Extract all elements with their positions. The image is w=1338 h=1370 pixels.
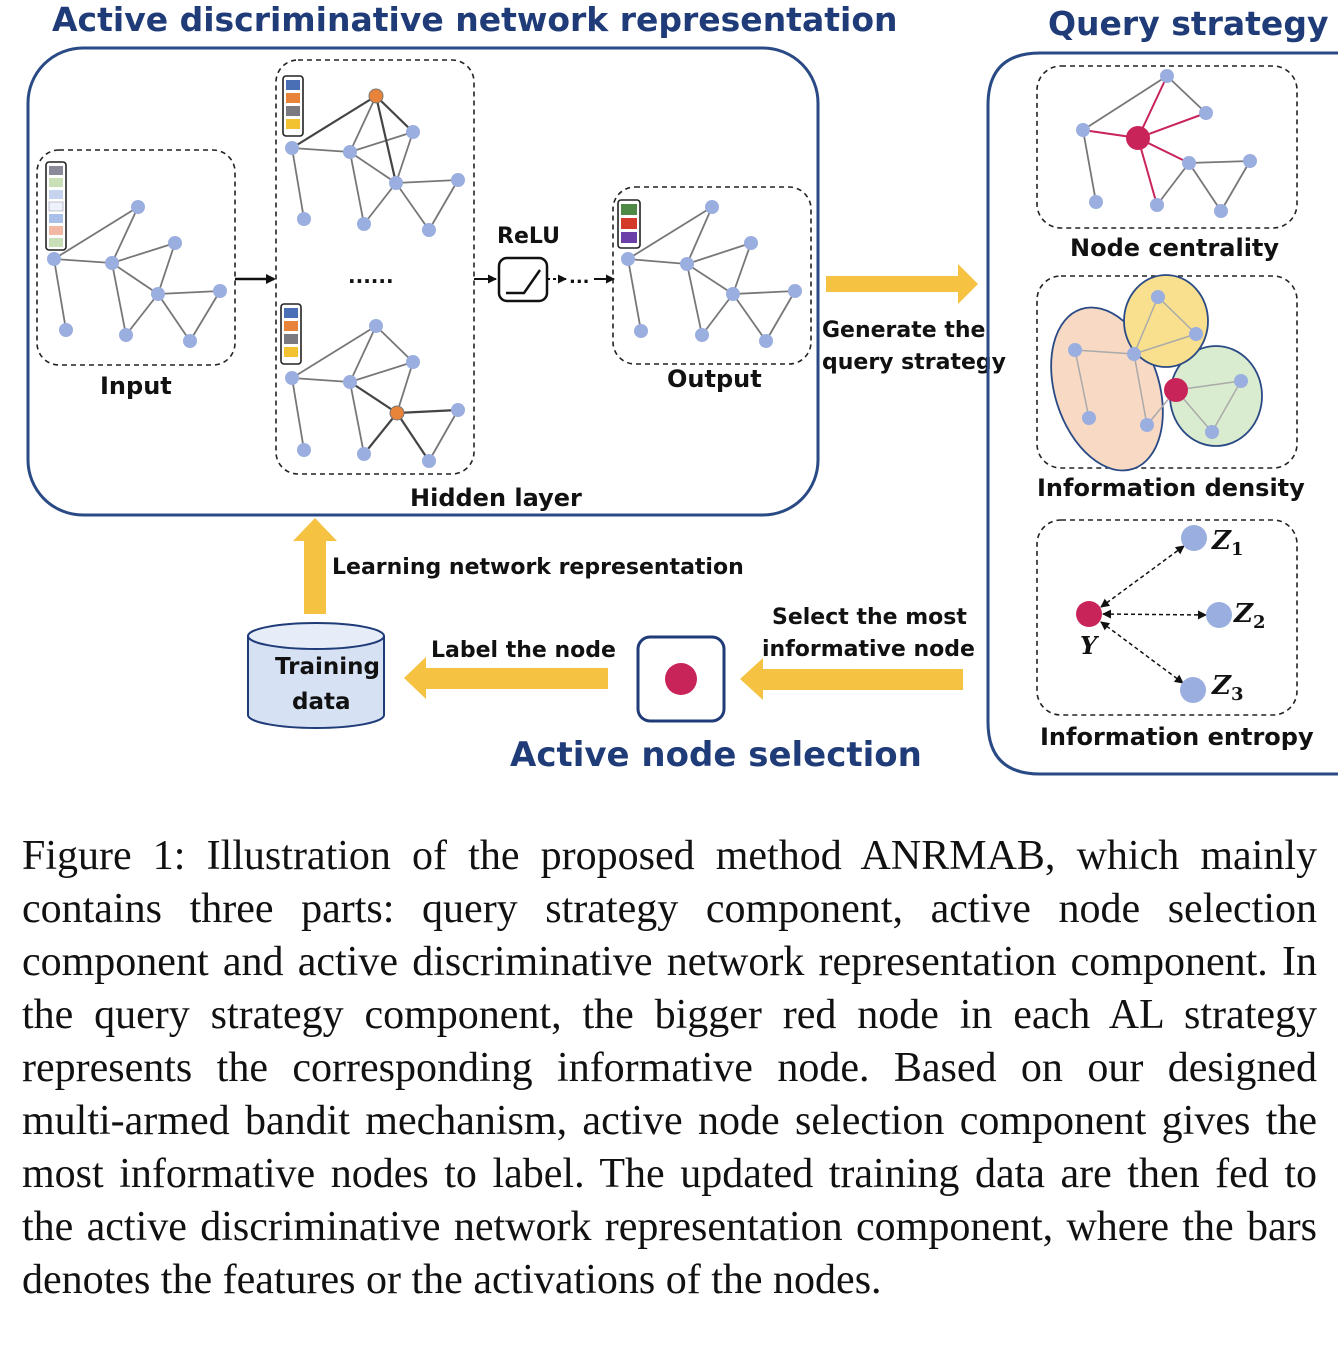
select-label-line1: Select the most — [772, 605, 967, 630]
output-box — [612, 186, 812, 365]
z1-subscript: 1 — [1231, 539, 1244, 560]
label-node-label: Label the node — [431, 638, 616, 663]
select-label-line2: informative node — [762, 637, 975, 662]
training-label-line1: Training — [275, 654, 380, 680]
relu-icon — [497, 256, 549, 303]
hidden-ellipsis: ...... — [348, 264, 394, 288]
entropy-z2-node — [1206, 602, 1232, 628]
selected-node — [665, 663, 697, 695]
label-arrow: Label the node — [404, 638, 616, 699]
output-feature-bar — [617, 199, 641, 249]
method-diagram: Active discriminative network representa… — [26, 0, 1338, 776]
figure-caption: Figure 1: Illustration of the proposed m… — [22, 833, 1317, 1303]
entropy-z2-label: Z2 — [1233, 599, 1266, 633]
output-label: Output — [667, 365, 762, 393]
generate-label-line1: Generate the — [822, 318, 985, 343]
relu-ellipsis: ... — [569, 267, 590, 288]
representation-panel — [26, 46, 820, 517]
relu-block: ReLU ... — [474, 224, 615, 303]
z2-subscript: 2 — [1253, 612, 1266, 633]
information-density-label: Information density — [1037, 474, 1305, 502]
density-node — [1164, 378, 1188, 402]
query-strategy-title: Query strategy — [1048, 4, 1328, 43]
entropy-y-node — [1076, 601, 1102, 627]
select-arrow: Select the most informative node — [740, 605, 975, 700]
generate-arrow: Generate the query strategy — [822, 264, 1006, 375]
entropy-z3-node — [1180, 677, 1206, 703]
node-centrality-graph: Node centrality — [1036, 65, 1298, 262]
generate-label-line2: query strategy — [822, 350, 1006, 375]
node-centrality-label: Node centrality — [1070, 234, 1279, 262]
information-density-graph: Information density — [1036, 274, 1305, 502]
entropy-z3-label: Z3 — [1211, 671, 1244, 705]
hidden-layer-graphs: ...... Hidden layer — [275, 59, 582, 512]
active-node-selection-title: Active node selection — [510, 735, 922, 775]
information-entropy-label: Information entropy — [1040, 723, 1314, 751]
z3-subscript: 3 — [1231, 684, 1244, 705]
entropy-y-label: Y — [1080, 631, 1100, 660]
hidden-layer-box — [275, 59, 475, 475]
learning-label: Learning network representation — [332, 555, 744, 580]
relu-label: ReLU — [497, 224, 560, 249]
central-node — [1126, 126, 1150, 150]
representation-title: Active discriminative network representa… — [52, 0, 897, 39]
learning-arrow: Learning network representation — [293, 518, 744, 614]
input-graph: Input — [36, 149, 236, 400]
training-label-line2: data — [292, 689, 351, 715]
query-strategy-panel — [986, 51, 1338, 776]
information-entropy-graph: Y Z1 Z2 Z3 Information entropy — [1036, 519, 1314, 751]
output-graph: Output — [612, 186, 812, 393]
entropy-z1-node — [1181, 525, 1207, 551]
entropy-z1-label: Z1 — [1211, 526, 1244, 560]
input-box — [36, 149, 236, 366]
hidden-feature-bar-top — [282, 75, 304, 137]
input-feature-bar — [45, 161, 67, 251]
training-data-cylinder: Training data — [247, 622, 385, 729]
hidden-layer-label: Hidden layer — [410, 484, 582, 512]
input-label: Input — [100, 372, 172, 400]
hidden-feature-bar-bottom — [280, 303, 302, 365]
